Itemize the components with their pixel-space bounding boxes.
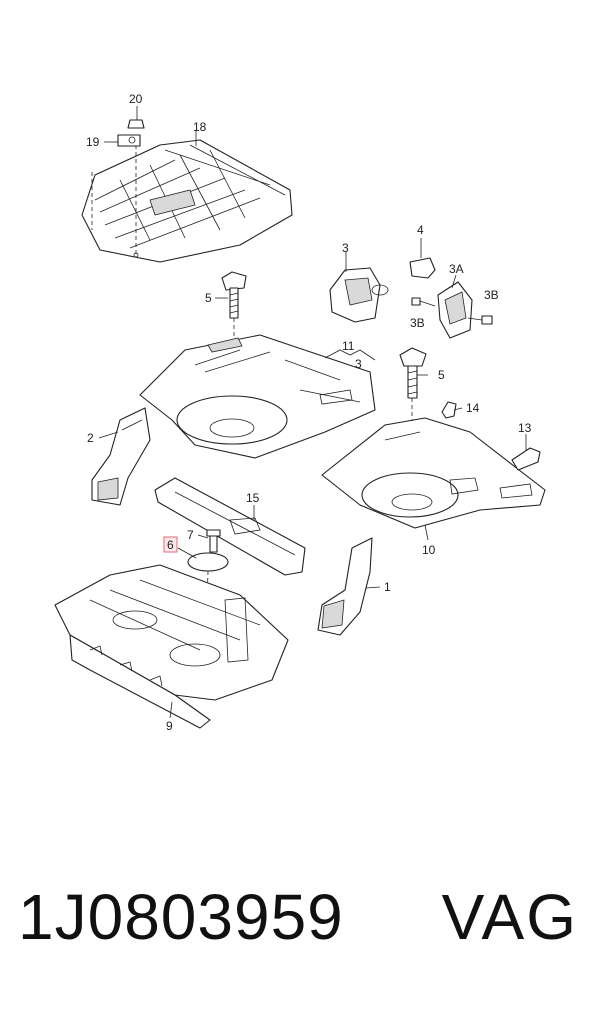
part-1-side-member xyxy=(317,537,373,636)
part-number: 1J0803959 xyxy=(18,881,344,953)
part-14-clip xyxy=(441,401,457,419)
part-10-rear-floor xyxy=(321,417,546,529)
part-20-nut xyxy=(127,119,145,129)
callout-3B-left: 3B xyxy=(410,316,425,330)
callout-4: 4 xyxy=(417,223,424,237)
callout-11: 11 xyxy=(342,339,355,353)
part-18-floor-cover xyxy=(81,139,293,263)
callout-18: 18 xyxy=(193,120,207,134)
callout-7: 7 xyxy=(187,528,194,542)
part-4-cap xyxy=(409,257,436,279)
leader-lines xyxy=(98,106,527,719)
callout-6-highlight xyxy=(163,536,178,553)
callout-19: 19 xyxy=(86,135,100,149)
callout-3-middle: 3 xyxy=(355,357,362,371)
callout-5-right: 5 xyxy=(438,368,445,382)
part-3A-latch xyxy=(437,281,473,339)
part-7-bolt xyxy=(206,529,221,553)
callout-10: 10 xyxy=(422,543,436,557)
spare-wheel-well xyxy=(139,334,376,459)
callout-6: 6 xyxy=(167,538,174,552)
part-6-plate xyxy=(187,552,229,681)
footer-caption: 1J0803959 VAG xyxy=(0,880,600,990)
callout-2: 2 xyxy=(87,431,94,445)
callout-3B-right: 3B xyxy=(484,288,499,302)
part-13-bracket xyxy=(511,447,541,471)
callout-3-upper: 3 xyxy=(342,241,349,255)
part-2-side-member xyxy=(91,407,151,506)
part-3B-bolts xyxy=(411,297,493,325)
part-11-bracket-group xyxy=(324,349,376,361)
callout-9: 9 xyxy=(166,719,173,733)
part-15-cross-member xyxy=(154,477,306,576)
callout-5-upper: 5 xyxy=(205,291,212,305)
callout-20: 20 xyxy=(129,92,143,106)
callout-13: 13 xyxy=(518,421,532,435)
callout-14: 14 xyxy=(466,401,480,415)
callout-15: 15 xyxy=(246,491,260,505)
part-9-main-floor xyxy=(54,564,289,729)
part-3-cover xyxy=(329,267,389,323)
exploded-parts-diagram: 20 19 18 3 4 3A 3B 3B 5 11 3 5 14 2 13 1… xyxy=(54,92,546,733)
callout-numbers: 20 19 18 3 4 3A 3B 3B 5 11 3 5 14 2 13 1… xyxy=(86,92,532,733)
brand-name: VAG xyxy=(441,881,578,953)
callout-1: 1 xyxy=(384,580,391,594)
part-19-bracket xyxy=(117,134,141,147)
callout-3A: 3A xyxy=(449,262,464,276)
